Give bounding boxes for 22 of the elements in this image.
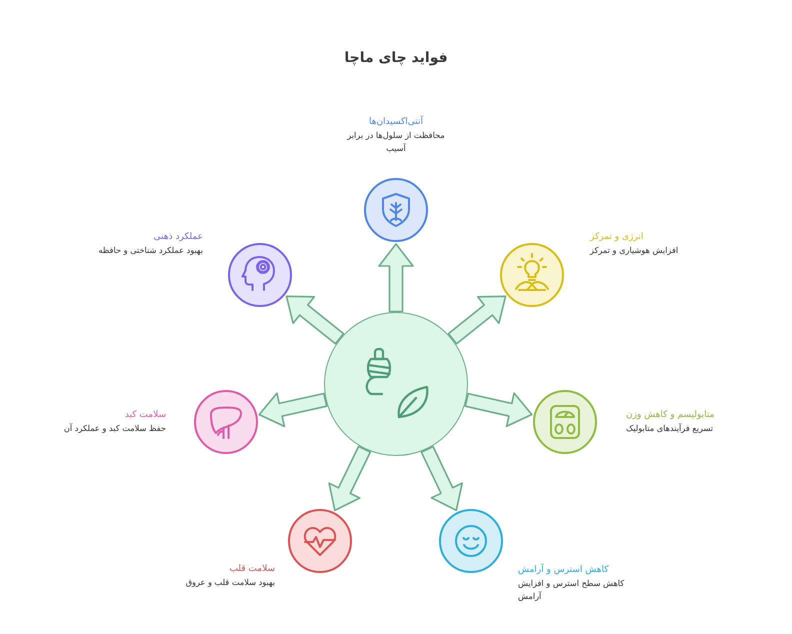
benefit-title: عملکرد ذهنی bbox=[154, 231, 203, 244]
benefit-description: محافظت از سلول‌ها در برابر آسیب bbox=[346, 129, 446, 154]
benefit-description: بهبود عملکرد شناختی و حافظه bbox=[98, 244, 203, 256]
benefit-description: افزایش هوشیاری و تمرکز bbox=[590, 244, 678, 256]
benefit-title: سلامت کبد bbox=[124, 409, 166, 422]
arrow bbox=[448, 296, 506, 344]
benefit-description: کاهش سطح استرس و افزایش آرامش bbox=[518, 577, 626, 602]
benefit-title: انرژی و تمرکز bbox=[590, 231, 644, 244]
benefit-title: متابولیسم و کاهش وزن bbox=[626, 409, 714, 422]
arrow bbox=[258, 392, 328, 428]
arrow bbox=[286, 296, 344, 344]
arrow bbox=[464, 392, 533, 428]
benefit-title: کاهش استرس و آرامش bbox=[518, 564, 609, 577]
benefit-description: تسریع فرآیندهای متابولیک bbox=[626, 422, 714, 434]
benefit-title: سلامت قلب bbox=[229, 563, 275, 576]
arrow bbox=[378, 243, 414, 312]
benefit-description: بهبود سلامت قلب و عروق bbox=[186, 576, 275, 588]
arrow bbox=[420, 446, 463, 512]
title: فواید چای ماچا bbox=[344, 50, 448, 66]
benefit-title: آنتی‌اکسیدان‌ها bbox=[368, 116, 424, 129]
arrow bbox=[328, 446, 372, 512]
benefit-description: حفظ سلامت کبد و عملکرد آن bbox=[64, 422, 166, 434]
